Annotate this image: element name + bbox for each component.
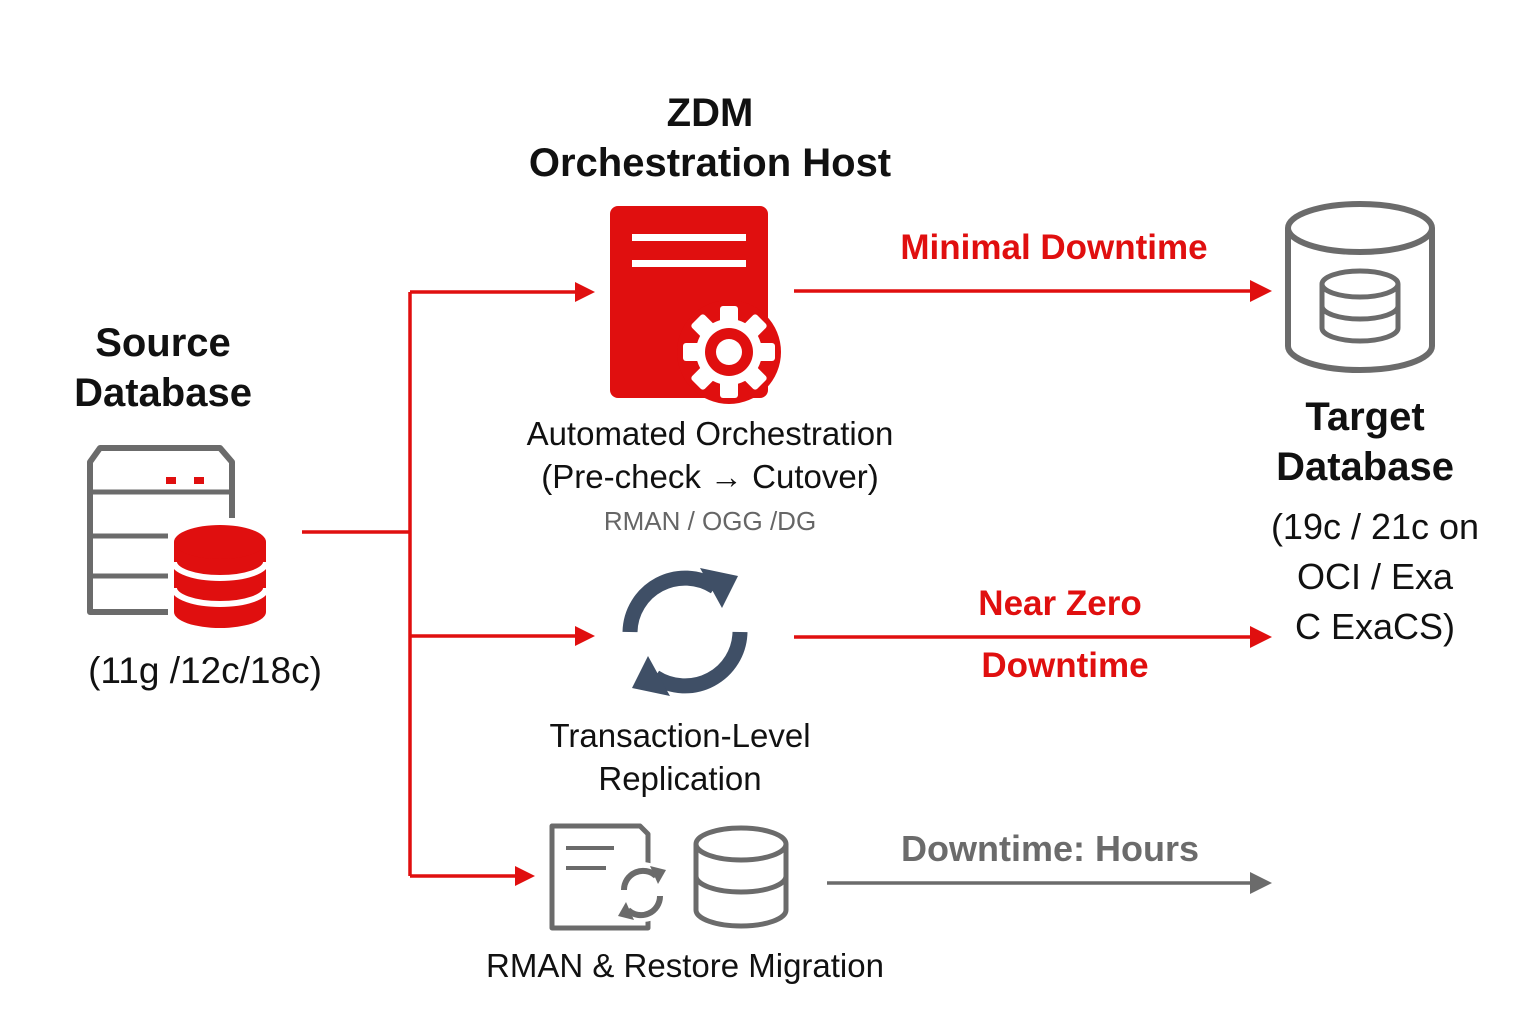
server-database-icon (87, 445, 272, 634)
arrow-to-zdm (575, 282, 595, 302)
arrow-minimal-downtime (794, 280, 1272, 302)
source-title-line1: Source (95, 321, 231, 365)
near-zero-label: Near Zero (978, 584, 1142, 623)
zdm-title-line2: Orchestration Host (528, 141, 892, 185)
target-database-icon (1285, 201, 1435, 373)
source-title: Source Database (60, 318, 266, 418)
zdm-title: ZDM Orchestration Host (460, 88, 960, 188)
arrow-downtime-hours (827, 872, 1272, 894)
source-title-line2: Database (74, 371, 252, 415)
target-title-line1: Target (1305, 395, 1425, 439)
target-detail-line1: (19c / 21c on (1270, 506, 1480, 547)
zdm-title-line1: ZDM (666, 91, 754, 135)
arrow-near-zero-downtime (794, 626, 1272, 648)
minimal-downtime-label: Minimal Downtime (900, 228, 1208, 267)
rman-database-icon (693, 825, 789, 929)
zdm-tech-label: RMAN / OGG /DG (603, 506, 817, 536)
downtime-hours-label: Downtime: Hours (900, 828, 1199, 869)
zdm-desc-line2: (Pre-check → Cutover) (541, 458, 879, 495)
document-sync-icon (549, 823, 672, 931)
sync-icon (622, 568, 748, 696)
arrow-to-replication (575, 626, 595, 646)
target-detail-line2: OCI / Exa (1296, 556, 1454, 597)
rman-description: RMAN & Restore Migration (486, 947, 884, 984)
target-title-line2: Database (1276, 445, 1454, 489)
replication-desc-line2: Replication (598, 760, 762, 797)
replication-description: Transaction-Level Replication (480, 714, 880, 800)
zdm-desc-line1: Automated Orchestration (526, 415, 894, 452)
near-zero-downtime-label: Downtime (981, 646, 1149, 685)
source-versions: (11g /12c/18c) (88, 650, 322, 691)
connector-arrowheads (515, 282, 595, 886)
source-connector-lines (302, 290, 575, 878)
target-details: (19c / 21c on OCI / Exa C ExaCS) (1250, 502, 1500, 652)
arrow-to-rman (515, 866, 535, 886)
target-title: Target Database (1250, 392, 1480, 492)
zdm-description: Automated Orchestration (Pre-check → Cut… (460, 412, 960, 498)
replication-desc-line1: Transaction-Level (549, 717, 811, 754)
target-detail-line3: C ExaCS) (1294, 606, 1456, 647)
document-gear-icon (610, 206, 781, 404)
